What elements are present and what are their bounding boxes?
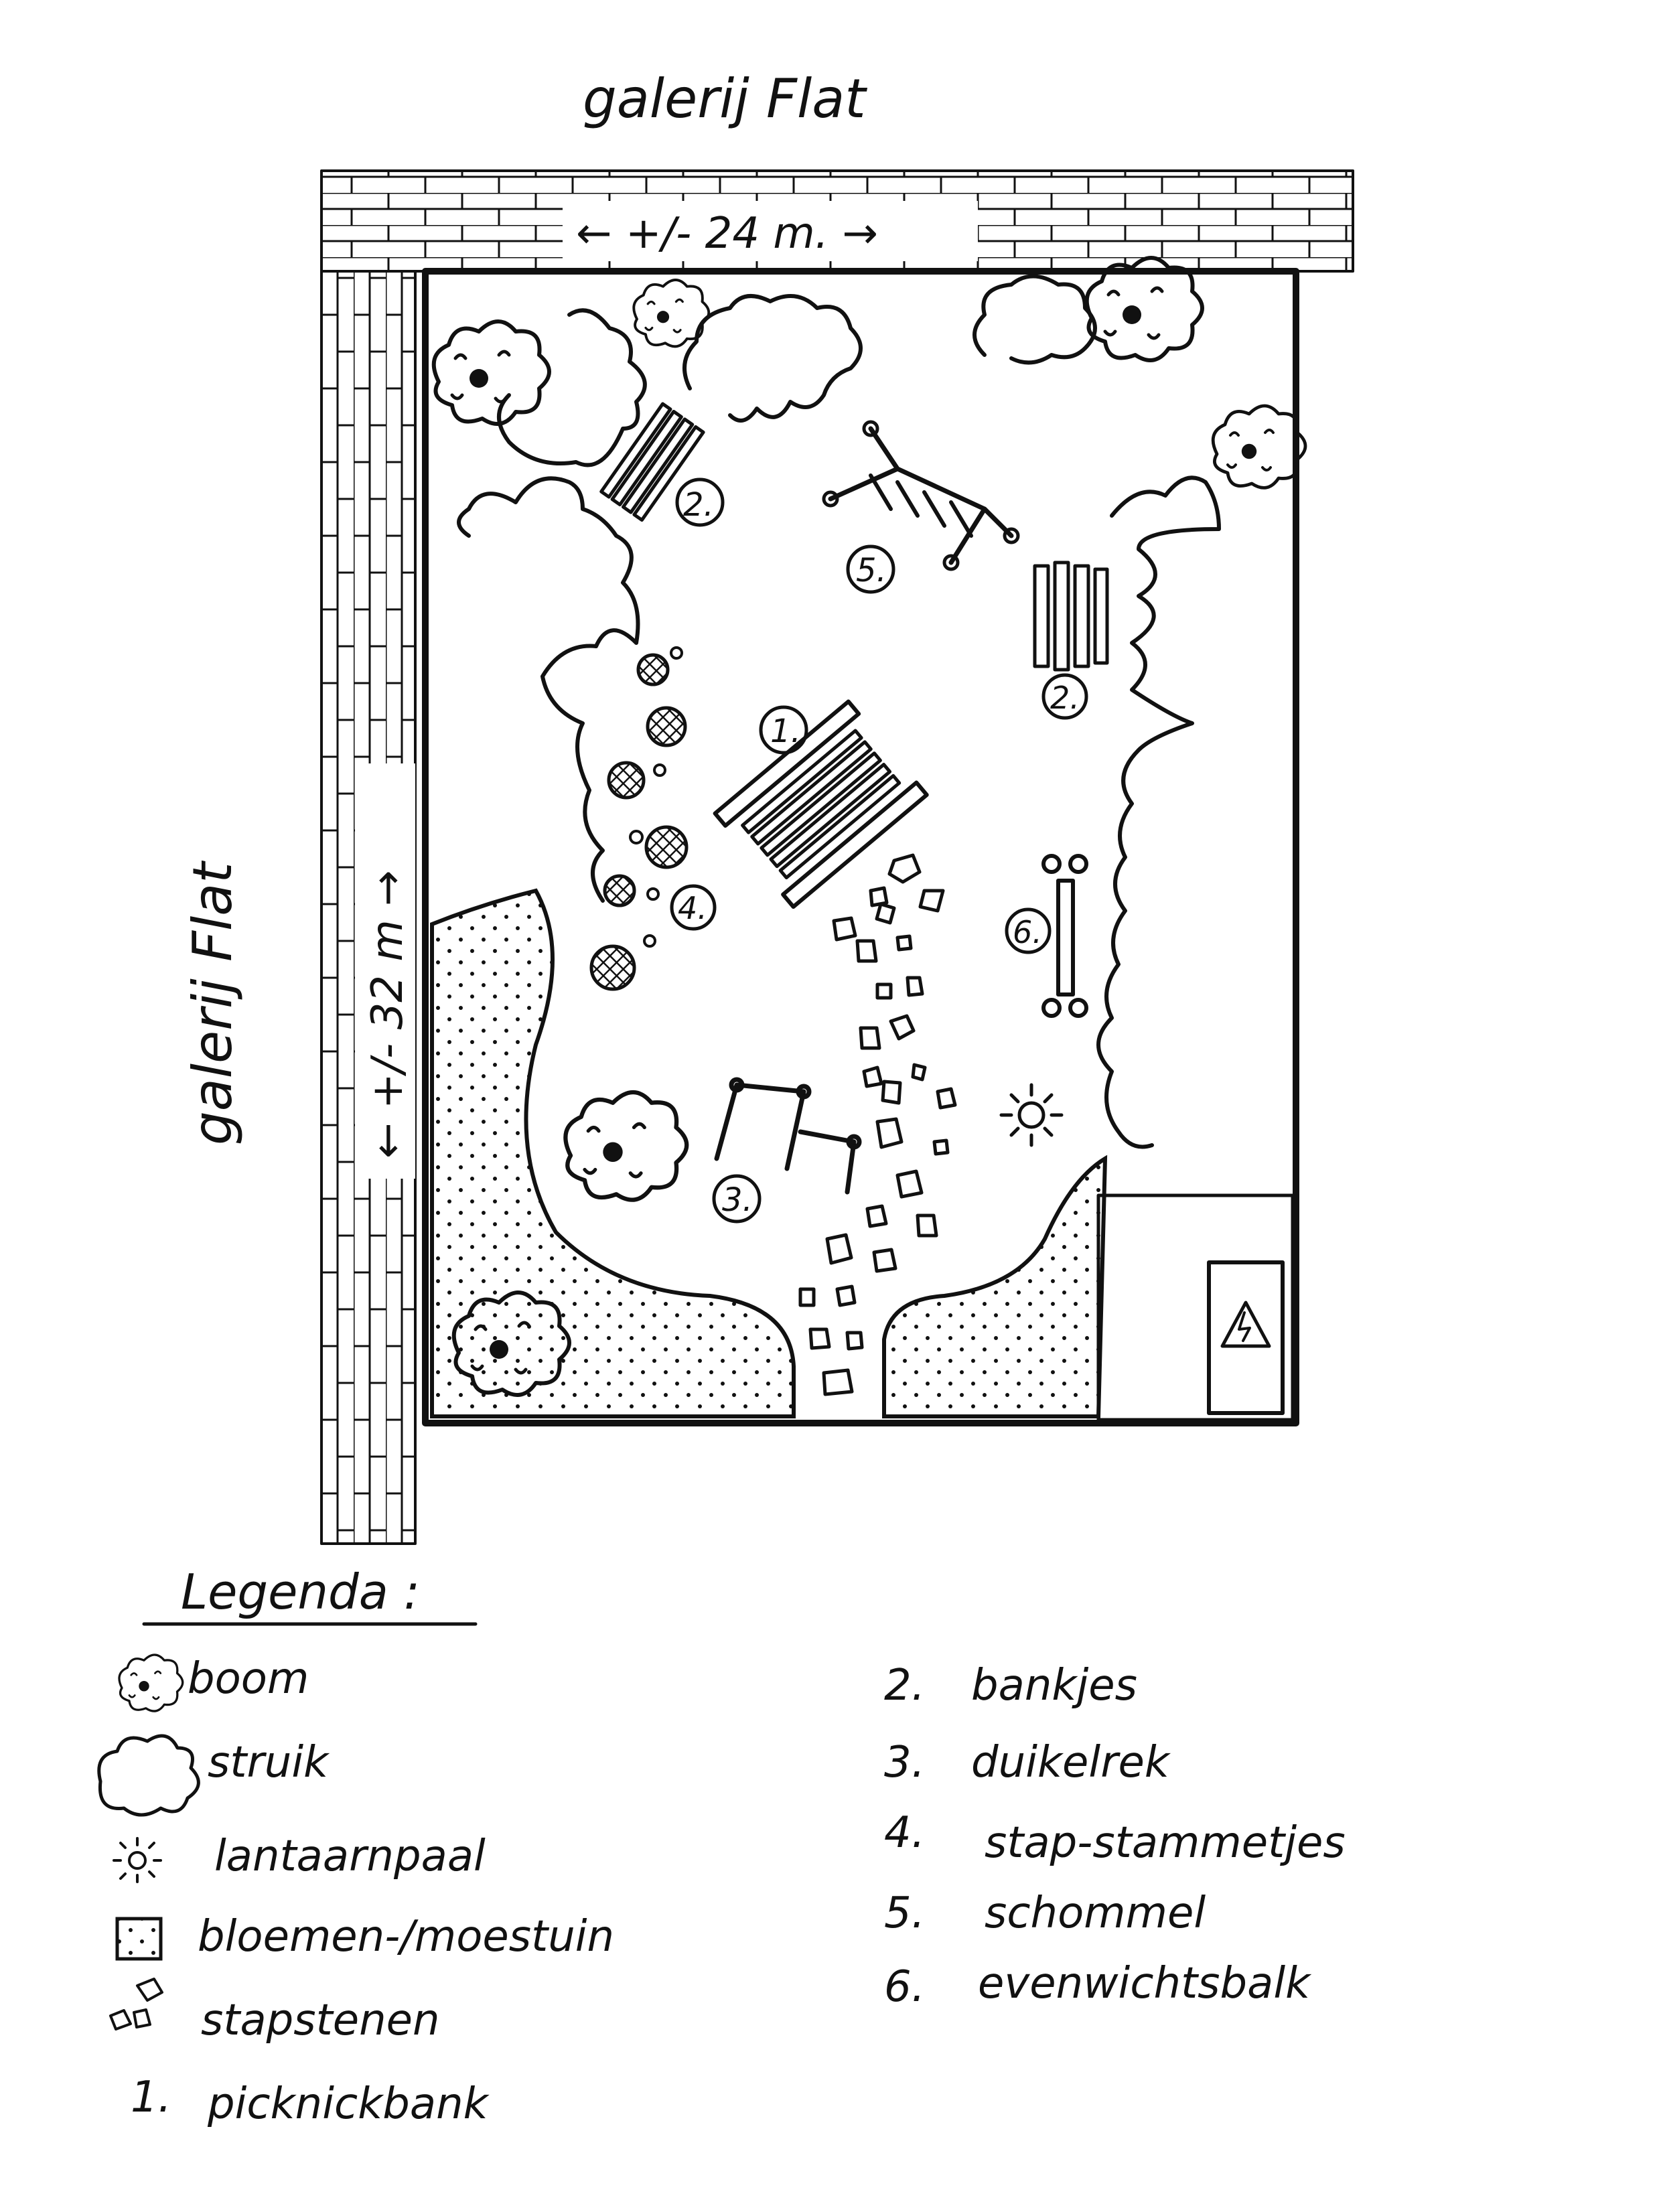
- legend-label-lantaarnpaal: lantaarnpaal: [214, 1832, 486, 1881]
- flowerbed-left: [430, 888, 796, 1418]
- legend-label-bloemen-moestuin: bloemen-/moestuin: [198, 1912, 615, 1962]
- legend-number-2: 2.: [884, 1661, 926, 1710]
- legend-label-evenwichtsbalk: evenwichtsbalk: [978, 1959, 1311, 2008]
- tree-top-center: [632, 279, 711, 348]
- stepping-stones-path: [798, 853, 957, 1396]
- legend-label-schommel: schommel: [985, 1889, 1206, 1938]
- legend-lamppost-icon: [113, 1837, 162, 1883]
- legend-number-4: 4.: [884, 1808, 926, 1858]
- swing: 5.: [822, 420, 1020, 594]
- legend-label-struik: struik: [208, 1738, 329, 1787]
- legend-number-picknickbank: 1.: [131, 2073, 172, 2122]
- legend-flowerbed-icon: [115, 1917, 163, 1961]
- flowerbed-right: [882, 1155, 1108, 1418]
- top-building-label: galerij Flat: [583, 68, 867, 130]
- legend-number-3: 3.: [884, 1738, 926, 1787]
- lamppost-icon: [999, 1083, 1064, 1147]
- legend-label-boom: boom: [188, 1654, 309, 1704]
- climbing-bar: 3.: [712, 1077, 862, 1224]
- balance-beam-number: 6.: [1013, 914, 1042, 950]
- climbing-bar-number: 3.: [722, 1181, 753, 1219]
- shrub-right: [1096, 475, 1221, 1149]
- bench-top: 2.: [599, 402, 725, 527]
- picnic-table: 1.: [713, 699, 929, 909]
- tree-bottom-left: [565, 1092, 687, 1200]
- legend-number-5: 5.: [884, 1889, 926, 1938]
- height-dimension: ← +/- 32 m →: [363, 870, 413, 1159]
- legend-number-6: 6.: [884, 1962, 926, 2012]
- swing-number: 5.: [856, 552, 887, 589]
- legend-tree-icon: [118, 1653, 184, 1712]
- shrub-top-left: [497, 308, 647, 467]
- shrub-top-middle: [682, 294, 863, 423]
- utility-building: [1096, 1193, 1295, 1422]
- legend-label-stapstenen: stapstenen: [201, 1996, 440, 2045]
- bench-top-number: 2.: [683, 486, 714, 524]
- bench-right-number: 2.: [1050, 680, 1080, 716]
- picnic-table-number: 1.: [770, 713, 801, 750]
- left-building-label: galerij Flat: [182, 861, 244, 1145]
- shrub-top-right: [972, 274, 1097, 365]
- shrub-left: [457, 476, 640, 903]
- legend-label-duikelrek: duikelrek: [971, 1738, 1169, 1787]
- legend-shrub-icon: [97, 1734, 200, 1817]
- stepping-logs-number: 4.: [678, 890, 707, 926]
- stepping-logs: 4.: [589, 646, 717, 991]
- balance-beam: 6.: [1005, 854, 1088, 1018]
- playground-boundary: [422, 268, 1299, 1426]
- legend-label-stap-stammetjes: stap-stammetjes: [985, 1818, 1346, 1868]
- legend-label-bankjes: bankjes: [971, 1661, 1137, 1710]
- tree-top-left: [434, 321, 549, 424]
- tree-right: [1213, 406, 1305, 488]
- legend-title: Legenda :: [181, 1564, 421, 1620]
- legend-stepping-stones-icon: [109, 1978, 163, 2031]
- legend-label-picknickbank: picknickbank: [208, 2079, 488, 2129]
- width-dimension: ← +/- 24 m. →: [576, 209, 878, 259]
- bench-right: 2.: [1033, 561, 1109, 720]
